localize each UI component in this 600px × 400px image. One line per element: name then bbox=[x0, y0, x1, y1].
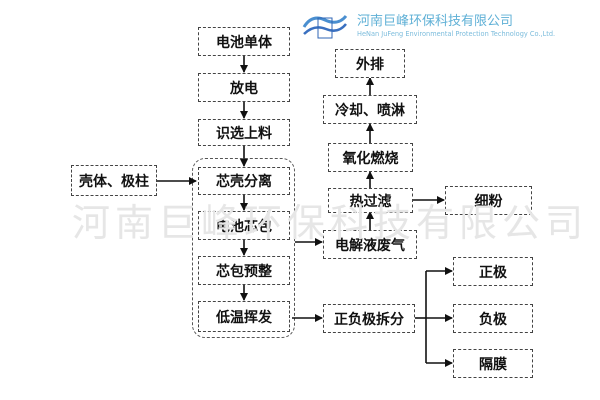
node-core-pack: 电池芯包 bbox=[198, 211, 290, 240]
node-exhaust: 外排 bbox=[335, 49, 405, 78]
node-anode: 负极 bbox=[453, 304, 533, 333]
node-shell-tab: 壳体、极柱 bbox=[71, 165, 157, 196]
node-pos-neg-split: 正负极拆分 bbox=[323, 304, 415, 333]
node-core-pretrim: 芯包预整 bbox=[198, 256, 290, 285]
node-low-temp-volatilize: 低温挥发 bbox=[198, 301, 290, 332]
node-electrolyte-gas: 电解液废气 bbox=[323, 230, 417, 259]
node-battery-cell: 电池单体 bbox=[198, 27, 290, 56]
company-logo bbox=[302, 15, 348, 39]
node-cool-spray: 冷却、喷淋 bbox=[323, 95, 417, 124]
node-cathode: 正极 bbox=[453, 257, 533, 286]
node-discharge: 放电 bbox=[198, 73, 290, 102]
node-core-shell-separation: 芯壳分离 bbox=[198, 167, 290, 195]
node-oxidation-burn: 氧化燃烧 bbox=[328, 143, 413, 172]
node-sort-feed: 识选上料 bbox=[198, 119, 290, 146]
company-name-cn: 河南巨峰环保科技有限公司 bbox=[357, 14, 514, 29]
company-name-en: HeNan JuFeng Environmental Protection Te… bbox=[357, 30, 556, 38]
node-separator: 隔膜 bbox=[453, 349, 533, 378]
node-hot-filter: 热过滤 bbox=[328, 188, 413, 213]
node-fine-powder: 细粉 bbox=[445, 186, 532, 215]
